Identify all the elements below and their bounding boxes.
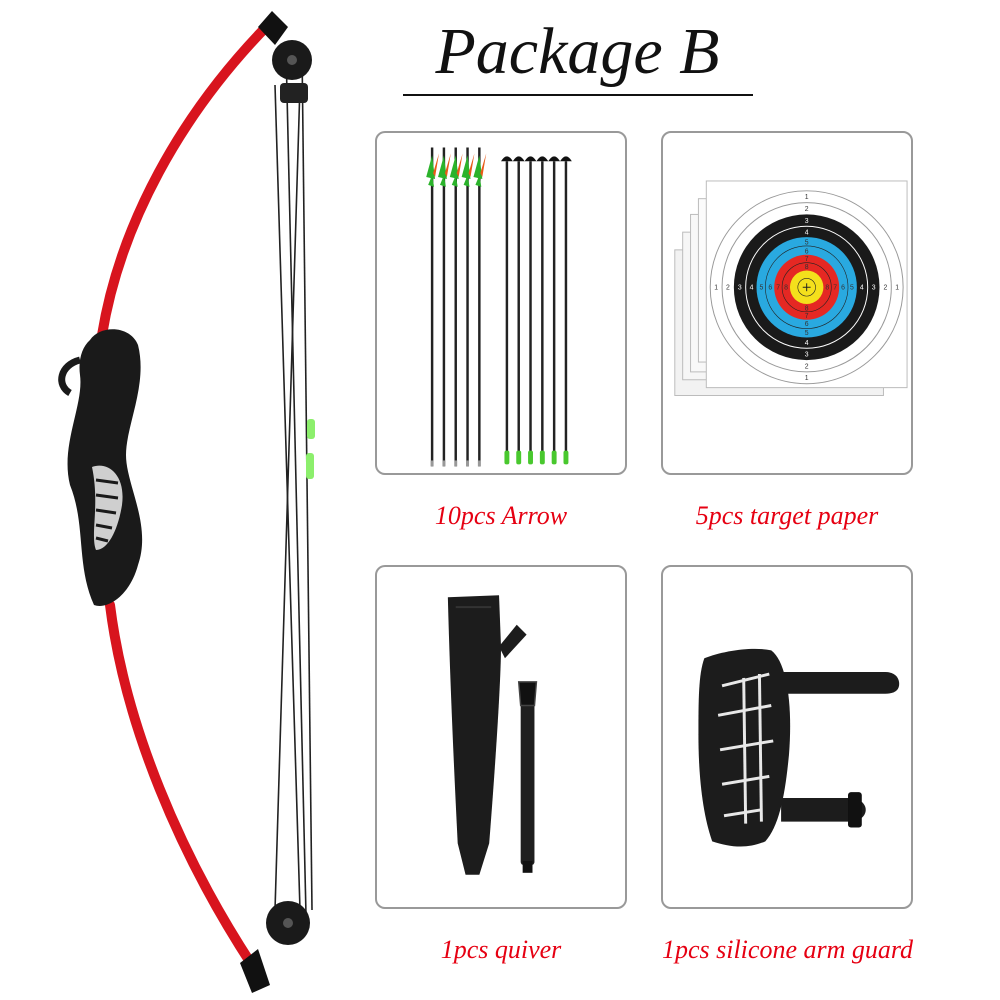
- arrow-suction: [536, 156, 549, 465]
- target-ring-number: 3: [805, 352, 809, 359]
- target-ring-number: 2: [805, 363, 809, 370]
- quiver-strap: [520, 691, 535, 865]
- target-ring-number: 7: [776, 285, 780, 292]
- arrows-caption: 10pcs Arrow: [434, 501, 568, 530]
- target-ring-number: 5: [805, 239, 809, 246]
- target-ring-number: 8: [825, 285, 829, 292]
- quiver-buckle: [517, 681, 538, 707]
- quiver-loop: [499, 624, 527, 659]
- target-ring-number: 5: [805, 330, 809, 337]
- bow-upper-limb: [97, 20, 273, 340]
- string-silencer-top: [307, 419, 315, 439]
- target-paper-caption: 5pcs target paper: [695, 501, 879, 530]
- target-ring-number: 4: [805, 340, 809, 347]
- target-ring-number: 3: [738, 285, 742, 292]
- quiver-panel: [375, 565, 627, 909]
- arrow-fletched: [449, 147, 463, 467]
- arrow-suction: [524, 156, 537, 465]
- bow-grip-insert: [92, 465, 123, 550]
- arrow-suction: [501, 156, 513, 465]
- arm-guard-strap-bottom: [781, 798, 866, 822]
- arrow-suction: [560, 156, 572, 465]
- target-ring-number: 8: [784, 285, 788, 292]
- target-ring-number: 6: [841, 285, 845, 292]
- target-ring-number: 2: [805, 206, 809, 213]
- arm-guard-vents: [717, 672, 774, 824]
- bow-strings: [274, 49, 313, 916]
- target-ring-number: 8: [805, 264, 809, 271]
- target-ring-number: 1: [895, 285, 899, 292]
- arrow-suction: [548, 156, 561, 465]
- target-ring-number: 3: [805, 218, 809, 225]
- target-ring-number: 4: [860, 285, 864, 292]
- target-ring-number: 7: [833, 285, 837, 292]
- arrow-suction: [512, 156, 525, 465]
- bow-handle-loop: [58, 356, 82, 397]
- arrow-fletched: [473, 147, 487, 467]
- target-rings: [709, 190, 904, 385]
- target-ring-number: 4: [805, 230, 809, 237]
- target-ring-number: 7: [805, 313, 809, 320]
- target-ring-number: 4: [750, 285, 754, 292]
- bow-top-tip: [258, 11, 288, 45]
- arrows-panel: [375, 131, 627, 475]
- target-ring-number: 1: [805, 194, 809, 201]
- quiver-body: [447, 595, 501, 875]
- bow-lower-limb: [105, 600, 257, 970]
- page-title: Package B: [435, 15, 720, 88]
- target-ring-number: 2: [726, 285, 730, 292]
- quiver-icon: [447, 595, 538, 875]
- target-ring-number: 6: [768, 285, 772, 292]
- recurve-bow-icon: [58, 11, 315, 993]
- arm-guard-icon: [698, 648, 900, 847]
- string-silencer-bottom: [306, 453, 314, 479]
- arrow-bundle-icon: [426, 147, 572, 467]
- arrow-fletched: [438, 147, 451, 467]
- arm-guard-strap-top: [781, 672, 900, 694]
- target-ring-number: 1: [805, 375, 809, 382]
- bow-bottom-tip: [240, 949, 270, 993]
- target-ring-number: 5: [759, 285, 763, 292]
- arm-guard-panel: [661, 565, 913, 909]
- quiver-caption: 1pcs quiver: [440, 935, 562, 964]
- target-ring-number: 6: [805, 248, 809, 255]
- arm-guard-caption: 1pcs silicone arm guard: [661, 935, 914, 964]
- target-ring-number: 1: [714, 285, 718, 292]
- title-underline: [403, 94, 753, 96]
- target-ring-number: 6: [805, 321, 809, 328]
- target-ring-number: 2: [883, 285, 887, 292]
- target-ring-number: 8: [805, 305, 809, 312]
- arrow-fletched: [461, 147, 475, 467]
- arrow-fletched: [426, 147, 439, 467]
- target-ring-number: 3: [872, 285, 876, 292]
- target-ring-number: 7: [805, 256, 809, 263]
- target-ring-number: 5: [850, 285, 854, 292]
